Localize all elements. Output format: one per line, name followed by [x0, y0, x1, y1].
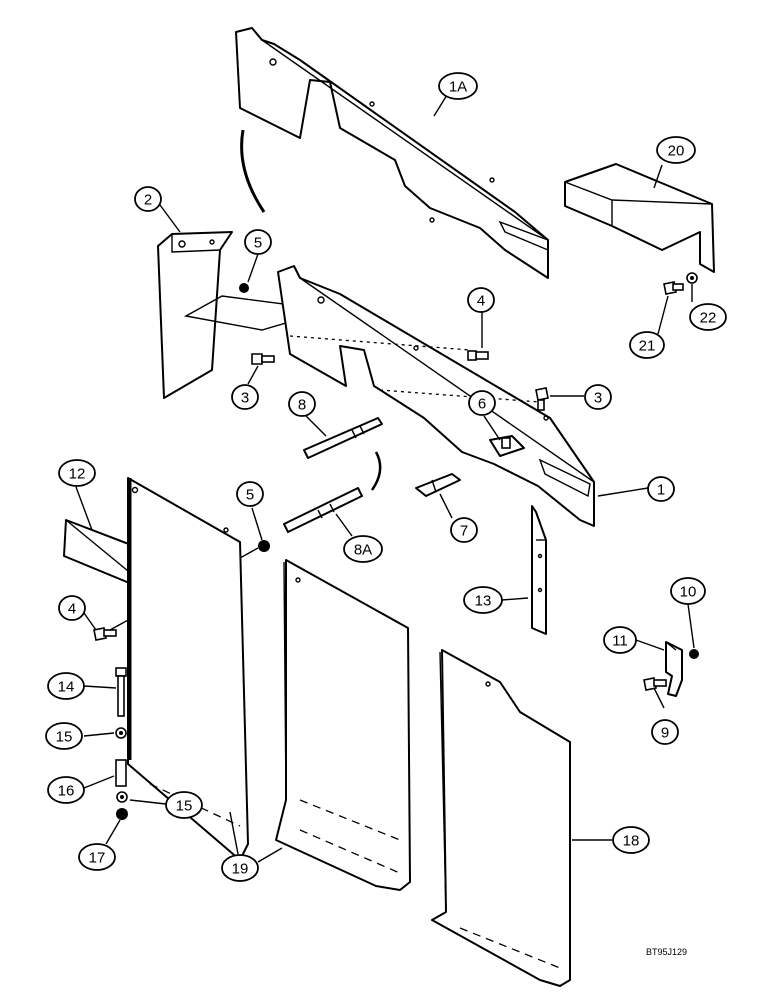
callout-12: 12 — [58, 459, 96, 487]
svg-text:12: 12 — [69, 466, 86, 483]
callout-5a: 5 — [244, 229, 272, 255]
leader-lines — [75, 94, 695, 863]
svg-text:4: 4 — [477, 293, 485, 310]
callout-20: 20 — [656, 136, 696, 164]
callout-14: 14 — [47, 672, 85, 700]
figure-id: BT95J129 — [646, 947, 687, 957]
washer-22 — [686, 272, 698, 284]
callout-13: 13 — [463, 586, 503, 614]
washer-15a — [115, 727, 127, 739]
svg-text:20: 20 — [668, 143, 685, 160]
callout-7: 7 — [450, 517, 478, 543]
svg-text:18: 18 — [623, 833, 640, 850]
callout-15b: 15 — [165, 791, 203, 819]
svg-text:11: 11 — [612, 633, 628, 650]
connector-arc-8-8A — [370, 451, 382, 491]
svg-text:3: 3 — [241, 390, 249, 407]
panel-1-dotted-line — [289, 335, 471, 351]
callout-3a: 3 — [231, 384, 259, 410]
svg-text:5: 5 — [246, 487, 254, 504]
svg-text:21: 21 — [639, 338, 656, 355]
callout-16: 16 — [47, 776, 85, 804]
part-11 — [665, 641, 683, 697]
callout-10: 10 — [670, 577, 706, 605]
svg-text:15: 15 — [56, 729, 73, 746]
callout-22: 22 — [689, 303, 727, 331]
svg-text:22: 22 — [700, 310, 717, 327]
callout-15a: 15 — [45, 722, 83, 750]
callout-1A: 1A — [438, 72, 478, 100]
svg-text:8: 8 — [298, 397, 306, 414]
connector-arc-1A-2 — [240, 129, 266, 213]
callout-6: 6 — [468, 390, 496, 416]
bolt-14 — [115, 667, 127, 717]
svg-text:14: 14 — [58, 679, 75, 696]
callout-4b: 4 — [58, 595, 86, 621]
bolt-4a — [467, 350, 489, 361]
svg-text:16: 16 — [58, 783, 75, 800]
panel-19-middle — [275, 559, 411, 891]
part-6 — [489, 435, 525, 457]
callout-9: 9 — [651, 719, 679, 745]
callout-4a: 4 — [467, 287, 495, 313]
svg-text:17: 17 — [89, 850, 106, 867]
bolt-21 — [663, 281, 684, 295]
callout-17: 17 — [78, 843, 116, 871]
part-13 — [531, 505, 547, 635]
svg-text:7: 7 — [460, 523, 468, 540]
nut-10 — [689, 649, 699, 659]
callout-19: 19 — [221, 854, 259, 882]
callout-8A: 8A — [343, 535, 383, 563]
bolt-3-dotted-line — [379, 389, 541, 403]
nut-17 — [116, 808, 128, 820]
callout-11: 11 — [603, 626, 637, 654]
callout-5b: 5 — [236, 481, 264, 507]
spacer-16 — [115, 759, 127, 787]
svg-text:19: 19 — [232, 861, 249, 878]
callout-8: 8 — [288, 391, 316, 417]
svg-text:2: 2 — [144, 192, 152, 209]
svg-text:9: 9 — [661, 725, 669, 742]
part-8 — [303, 417, 383, 459]
nut-5b — [258, 540, 270, 552]
part-2 — [157, 231, 233, 399]
bolt-3b — [535, 387, 549, 411]
svg-text:6: 6 — [478, 396, 486, 413]
svg-text:8A: 8A — [354, 542, 372, 559]
panel-1A — [235, 27, 549, 279]
svg-text:13: 13 — [475, 593, 492, 610]
bolt-4b — [93, 627, 117, 641]
panel-19 — [127, 477, 249, 861]
callout-3b: 3 — [584, 384, 612, 410]
callout-18: 18 — [612, 826, 650, 854]
bolt-9 — [643, 677, 667, 691]
panel-18 — [431, 649, 571, 987]
washer-15b — [116, 791, 128, 803]
part-7 — [415, 473, 461, 497]
svg-text:10: 10 — [680, 584, 697, 601]
svg-text:5: 5 — [254, 235, 262, 252]
svg-text:15: 15 — [176, 798, 193, 815]
bolt-3a — [251, 353, 275, 365]
nut-5a — [239, 283, 249, 293]
callout-21: 21 — [629, 331, 665, 359]
part-8A — [283, 487, 363, 533]
callout-1: 1 — [647, 476, 675, 502]
svg-text:1A: 1A — [449, 79, 467, 96]
svg-text:4: 4 — [68, 601, 76, 618]
svg-text:1: 1 — [657, 482, 665, 499]
svg-text:3: 3 — [594, 390, 602, 407]
part-20 — [564, 163, 715, 273]
callout-2: 2 — [134, 186, 162, 212]
